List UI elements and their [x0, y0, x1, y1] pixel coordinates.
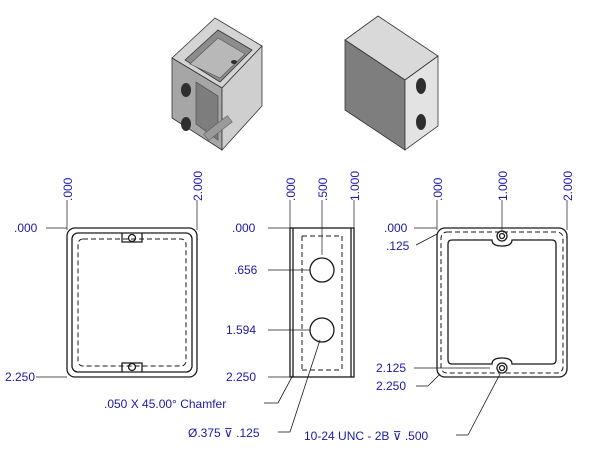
back-top-dim-1: 1.000 [496, 171, 510, 201]
front-view: .000 2.000 .000 2.250 [5, 171, 205, 384]
side-left-dim-0: .000 [232, 221, 256, 235]
back-left-dim-3: 2.250 [376, 379, 406, 393]
isometric-closed-view [344, 15, 439, 151]
back-view: .000 1.000 2.000 .000 .125 2.125 2.250 [376, 171, 575, 393]
back-top-dim-2: 2.000 [561, 171, 575, 201]
isometric-open-view [171, 17, 263, 152]
back-left-dim-1: .125 [386, 239, 410, 253]
side-top-dim-1: .500 [316, 177, 330, 201]
front-top-dim-0: .000 [61, 177, 75, 201]
side-left-dim-1: .656 [234, 263, 258, 277]
front-left-dim-0: .000 [14, 221, 38, 235]
hole-note: Ø.375 ⊽ .125 [188, 426, 260, 440]
chamfer-note: .050 X 45.00° Chamfer [104, 397, 226, 411]
side-view: .000 .500 1.000 .000 .656 1.594 2.250 [226, 171, 362, 384]
front-left-dim-1: 2.250 [5, 370, 35, 384]
side-top-dim-2: 1.000 [348, 171, 362, 201]
front-top-dim-1: 2.000 [191, 171, 205, 201]
back-left-dim-0: .000 [384, 221, 408, 235]
side-left-dim-2: 1.594 [226, 323, 256, 337]
back-left-dim-2: 2.125 [376, 361, 406, 375]
side-left-dim-3: 2.250 [226, 370, 256, 384]
side-top-dim-0: .000 [284, 177, 298, 201]
leader-notes: .050 X 45.00° Chamfer Ø.375 ⊽ .125 10-24… [104, 339, 501, 443]
back-top-dim-0: .000 [431, 177, 445, 201]
thread-note: 10-24 UNC - 2B ⊽ .500 [304, 429, 428, 443]
